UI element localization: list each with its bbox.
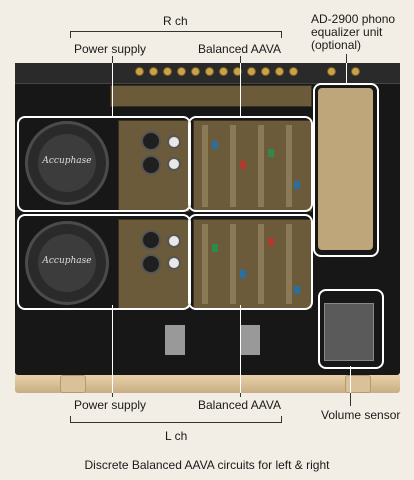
volume-sensor-module bbox=[324, 303, 374, 361]
r-ch-bracket bbox=[70, 31, 282, 38]
power-supply-board-top bbox=[118, 120, 190, 212]
rca-jack bbox=[327, 67, 336, 76]
leader-line bbox=[240, 393, 241, 397]
ribbon-cable bbox=[240, 325, 260, 355]
rca-jack bbox=[233, 67, 242, 76]
rca-jack bbox=[177, 67, 186, 76]
highlight-power-supply-bottom bbox=[17, 214, 191, 310]
highlight-phono-unit bbox=[313, 83, 379, 257]
power-transformer-bottom: Accuphase bbox=[25, 221, 109, 305]
power-supply-board-bottom bbox=[118, 219, 190, 309]
leader-line bbox=[240, 305, 241, 393]
leader-line bbox=[350, 366, 351, 393]
component bbox=[212, 141, 218, 149]
capacitor bbox=[141, 155, 161, 175]
highlight-power-supply-top bbox=[17, 116, 191, 212]
component bbox=[294, 181, 300, 189]
front-panel bbox=[15, 375, 400, 393]
capacitor bbox=[141, 254, 161, 274]
r-ch-label: R ch bbox=[163, 14, 188, 28]
phono-equalizer-card bbox=[318, 88, 373, 250]
rca-jack bbox=[289, 67, 298, 76]
circuit-card bbox=[286, 125, 292, 207]
balanced-aava-top-label: Balanced AAVA bbox=[198, 42, 281, 56]
right-knob bbox=[345, 375, 371, 393]
rca-jack bbox=[261, 67, 270, 76]
leader-line bbox=[112, 393, 113, 397]
highlight-aava-bottom bbox=[188, 214, 313, 310]
rca-jack bbox=[219, 67, 228, 76]
rca-jack bbox=[275, 67, 284, 76]
circuit-card bbox=[258, 224, 264, 304]
volume-sensor-label: Volume sensor bbox=[321, 408, 401, 422]
caption: Discrete Balanced AAVA circuits for left… bbox=[84, 458, 330, 472]
capacitor bbox=[141, 131, 161, 151]
circuit-card bbox=[258, 125, 264, 207]
ribbon-cable bbox=[165, 325, 185, 355]
power-transformer-top: Accuphase bbox=[25, 121, 109, 205]
capacitor bbox=[167, 157, 181, 171]
highlight-aava-top bbox=[188, 116, 313, 212]
rca-jack bbox=[351, 67, 360, 76]
rca-jack bbox=[135, 67, 144, 76]
phono-unit-label: AD-2900 phono equalizer unit (optional) bbox=[311, 12, 396, 52]
rca-jack bbox=[247, 67, 256, 76]
balanced-aava-bottom-label: Balanced AAVA bbox=[198, 398, 281, 412]
capacitor bbox=[167, 256, 181, 270]
capacitor bbox=[167, 234, 181, 248]
component bbox=[240, 161, 246, 169]
power-supply-top-label: Power supply bbox=[74, 42, 147, 56]
rear-input-board bbox=[110, 85, 312, 107]
component bbox=[294, 286, 300, 294]
rca-jack bbox=[205, 67, 214, 76]
rca-jack bbox=[191, 67, 200, 76]
leader-line bbox=[350, 393, 351, 406]
circuit-card bbox=[202, 224, 208, 304]
component bbox=[268, 238, 274, 246]
leader-line bbox=[346, 54, 347, 63]
leader-line bbox=[346, 63, 347, 83]
capacitor bbox=[141, 230, 161, 250]
highlight-volume-sensor bbox=[318, 289, 384, 369]
component bbox=[268, 149, 274, 157]
transformer-brand: Accuphase bbox=[42, 156, 92, 166]
circuit-card bbox=[230, 224, 236, 304]
component bbox=[240, 270, 246, 278]
circuit-card bbox=[286, 224, 292, 304]
amplifier-internal-photo: Accuphase Accuphase bbox=[15, 63, 400, 393]
rca-jack bbox=[163, 67, 172, 76]
leader-line bbox=[112, 305, 113, 393]
l-ch-label: L ch bbox=[165, 429, 188, 443]
leader-line bbox=[240, 63, 241, 116]
capacitor bbox=[167, 135, 181, 149]
leader-line bbox=[112, 56, 113, 63]
left-knob bbox=[60, 375, 86, 393]
circuit-card bbox=[230, 125, 236, 207]
rca-jack bbox=[149, 67, 158, 76]
leader-line bbox=[240, 56, 241, 63]
leader-line bbox=[112, 63, 113, 116]
l-ch-bracket bbox=[70, 416, 282, 423]
power-supply-bottom-label: Power supply bbox=[74, 398, 147, 412]
aava-board-top bbox=[193, 120, 312, 212]
rear-panel bbox=[15, 63, 400, 84]
component bbox=[212, 244, 218, 252]
circuit-card bbox=[202, 125, 208, 207]
transformer-brand: Accuphase bbox=[42, 256, 92, 266]
